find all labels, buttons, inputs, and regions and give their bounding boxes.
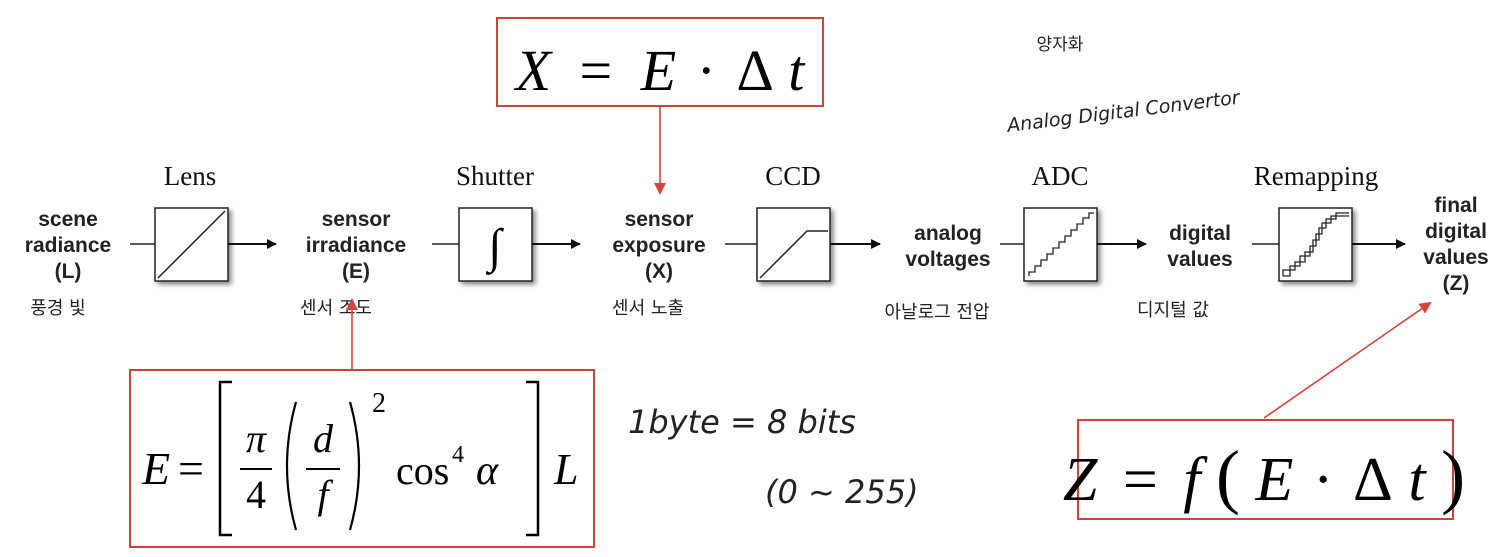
svg-text:analog: analog xyxy=(914,222,982,245)
note-sensor-irradiance: 센서 조도 xyxy=(300,298,372,319)
note-sensor-exposure: 센서 노출 xyxy=(612,298,684,319)
quantity-sensor-irradiance: sensor irradiance (E) xyxy=(306,208,406,283)
svg-text:4: 4 xyxy=(246,472,266,517)
svg-text:values: values xyxy=(1167,248,1232,271)
response-equation-box: Z = f ( E · Δ t ) xyxy=(1063,419,1465,520)
quantity-scene-radiance: scene radiance (L) xyxy=(25,208,111,283)
svg-text:(L): (L) xyxy=(55,260,82,283)
note-byte-bits: 1byte = 8 bits xyxy=(628,403,856,441)
staircase-icon xyxy=(1028,212,1094,276)
note-analog-voltages: 아날로그 전압 xyxy=(884,302,989,323)
svg-text:cos: cos xyxy=(396,448,449,493)
svg-text:radiance: radiance xyxy=(25,234,111,257)
right-paren xyxy=(348,401,361,531)
irradiance-equation-box: E = π 4 d f 2 cos 4 α L xyxy=(129,369,595,548)
remapping-block xyxy=(1278,207,1353,282)
svg-text:voltages: voltages xyxy=(905,248,990,271)
exposure-equation-box: X = E · Δ t xyxy=(496,17,824,107)
svg-text:(X): (X) xyxy=(645,260,673,283)
svg-text:irradiance: irradiance xyxy=(306,234,406,257)
saturation-curve-icon xyxy=(759,230,828,279)
stage-title-remapping: Remapping xyxy=(1254,161,1378,191)
ccd-block xyxy=(756,207,831,282)
adc-block xyxy=(1023,207,1098,282)
svg-text:sensor: sensor xyxy=(322,208,391,231)
svg-text:d: d xyxy=(313,416,334,461)
svg-text:2: 2 xyxy=(372,388,386,419)
svg-text:final: final xyxy=(1434,194,1477,217)
quantity-sensor-exposure: sensor exposure (X) xyxy=(612,208,705,283)
svg-text:sensor: sensor xyxy=(625,208,694,231)
left-paren xyxy=(285,401,298,531)
svg-text:values: values xyxy=(1423,246,1488,269)
svg-text:digital: digital xyxy=(1425,220,1487,243)
stage-title-shutter: Shutter xyxy=(456,161,534,191)
svg-text:exposure: exposure xyxy=(612,234,705,257)
note-quantization: 양자화 xyxy=(1037,35,1084,55)
svg-text:π: π xyxy=(246,416,267,461)
quantity-digital-values: digital values xyxy=(1167,222,1232,271)
svg-text:4: 4 xyxy=(452,442,464,468)
note-byte-range: (0 ~ 255) xyxy=(765,473,919,511)
note-adc-full-name: Analog Digital Convertor xyxy=(1004,86,1242,137)
stage-title-adc: ADC xyxy=(1031,161,1088,191)
svg-text:(E): (E) xyxy=(342,260,370,283)
svg-text:scene: scene xyxy=(38,208,98,231)
response-equation: Z = f ( E · Δ t ) xyxy=(1063,436,1465,516)
svg-text:L: L xyxy=(553,445,578,494)
stage-title-lens: Lens xyxy=(164,161,216,191)
svg-text:α: α xyxy=(476,448,499,494)
lens-block xyxy=(154,207,229,282)
left-bracket xyxy=(218,380,232,537)
remap-curve-icon xyxy=(1282,212,1349,276)
response-pointer-arrow xyxy=(1263,301,1432,419)
quantity-analog-voltages: analog voltages xyxy=(905,222,990,271)
right-bracket xyxy=(526,380,540,537)
note-digital-values: 디지털 값 xyxy=(1137,300,1209,321)
svg-text:(Z): (Z) xyxy=(1443,272,1470,295)
quantity-final-digital-values: final digital values (Z) xyxy=(1423,194,1488,295)
svg-text:=: = xyxy=(178,443,204,494)
integral-icon: ∫ xyxy=(485,220,504,275)
lens-linear-icon xyxy=(157,210,226,279)
svg-text:E: E xyxy=(141,443,170,494)
note-scene-radiance: 풍경 빛 xyxy=(30,298,85,319)
svg-text:digital: digital xyxy=(1169,222,1231,245)
stage-title-ccd: CCD xyxy=(765,161,821,191)
exposure-equation: X = E · Δ t xyxy=(514,38,807,103)
shutter-block: ∫ xyxy=(458,207,533,282)
